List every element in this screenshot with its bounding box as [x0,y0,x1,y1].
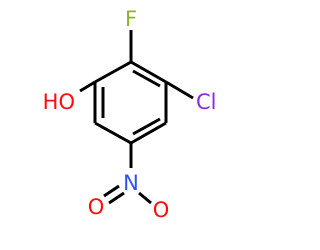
atom-hydroxyl-label: HO [43,90,75,114]
atom-oxygen-minus-label: O [153,198,170,222]
bond-c4-c5-inner [132,117,161,136]
atom-fluorine-label: F [125,7,137,31]
bond-c2-c3-inner [132,69,161,88]
bond-c2-c3 [130,60,167,84]
bond-c5-c6 [94,121,132,145]
bond-n-o-double-b [108,191,125,205]
bond-n-o-double-a [103,184,120,198]
bond-c1-o [79,80,96,93]
atom-oxygen-double-label: O [88,195,105,219]
bond-n-o-minus [138,191,152,205]
bond-c4-c5 [130,121,167,145]
atom-chlorine-label: Cl [196,90,217,114]
molecule-diagram: F HO Cl N O O [43,7,217,222]
atom-nitrogen-label: N [123,171,139,195]
bond-c4-cl [165,80,194,100]
bond-c1-c2 [94,60,132,84]
